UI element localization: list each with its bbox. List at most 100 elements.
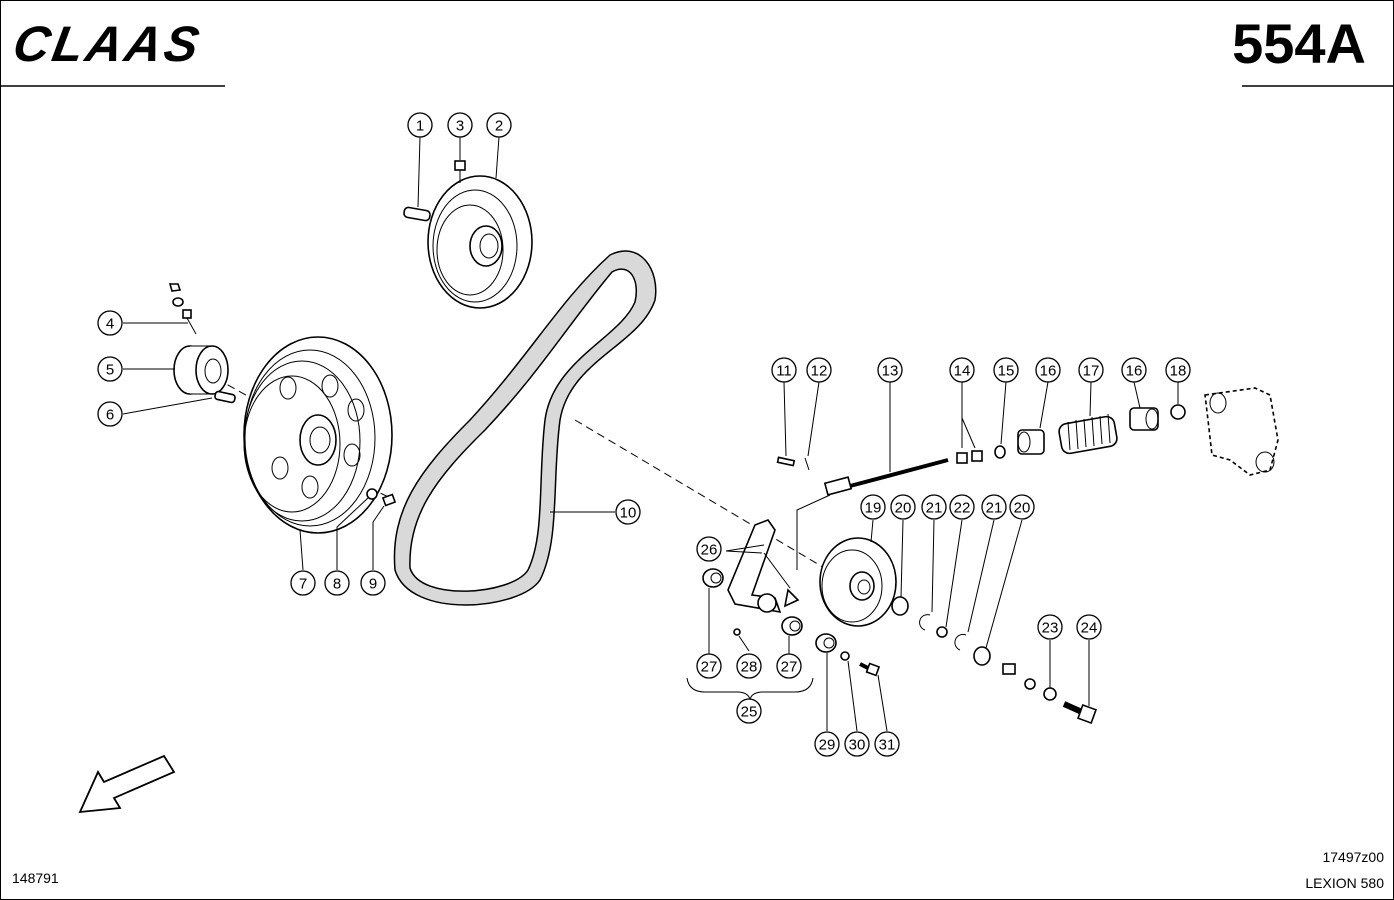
callout-label: 27: [781, 659, 798, 676]
callout-label: 2: [495, 118, 503, 135]
callout-circle: [1165, 357, 1191, 383]
circlip: [919, 614, 931, 631]
callout-2: 2: [486, 112, 512, 138]
bushing: [781, 616, 803, 636]
callout-label: 26: [701, 542, 718, 559]
callout-circle: [776, 653, 802, 679]
callout-label: 1: [416, 118, 424, 135]
model-name: LEXION 580: [1305, 875, 1384, 891]
bushing: [702, 568, 724, 588]
callout-circle: [615, 499, 641, 525]
hub-bolt: [168, 283, 197, 335]
washer: [366, 488, 378, 500]
nut: [971, 450, 983, 462]
callout-circle: [993, 357, 1019, 383]
bushing: [815, 633, 837, 653]
callout-7: 7: [290, 570, 316, 596]
callout-label: 14: [954, 363, 971, 380]
callout-label: 5: [106, 362, 114, 379]
callout-label: 18: [1170, 363, 1187, 380]
callout-13: 13: [877, 357, 903, 383]
callout-25: 25: [736, 698, 762, 724]
washer: [1024, 678, 1036, 690]
callout-31: 31: [874, 731, 900, 757]
nut: [1170, 404, 1186, 420]
tension-arm: [727, 494, 831, 614]
set-screw: [454, 160, 466, 183]
callout-circle: [874, 731, 900, 757]
callout-label: 8: [333, 576, 341, 593]
callout-19: 19: [860, 494, 886, 520]
callout-circle: [814, 731, 840, 757]
callout-circle: [696, 536, 722, 562]
bearing: [891, 596, 909, 616]
callout-6: 6: [97, 401, 123, 427]
callout-1: 1: [407, 112, 433, 138]
washer: [1043, 687, 1057, 701]
callout-label: 27: [701, 659, 718, 676]
callout-circle: [877, 357, 903, 383]
callout-27: 27: [776, 653, 802, 679]
callout-11: 11: [771, 357, 797, 383]
callout-label: 4: [106, 316, 114, 333]
callout-label: 22: [954, 500, 971, 517]
callout-label: 28: [741, 659, 758, 676]
callout-circle: [1035, 357, 1061, 383]
split-pin: [804, 457, 810, 471]
arrow-down-left-icon: [78, 754, 176, 814]
callout-26: 26: [696, 536, 722, 562]
nut: [1002, 663, 1016, 675]
callout-24: 24: [1076, 614, 1102, 640]
callout-5: 5: [97, 356, 123, 382]
hub: [173, 345, 229, 395]
callout-15: 15: [993, 357, 1019, 383]
callout-label: 9: [369, 576, 377, 593]
callout-17: 17: [1078, 357, 1104, 383]
spacer: [936, 626, 948, 638]
washer: [994, 445, 1006, 459]
axis-line: [574, 419, 871, 596]
callout-20: 20: [1009, 494, 1035, 520]
pin: [776, 456, 796, 467]
callout-label: 24: [1081, 620, 1098, 637]
callout-label: 3: [456, 118, 464, 135]
callout-label: 30: [849, 737, 866, 754]
callout-10: 10: [615, 499, 641, 525]
spring-seat: [1017, 429, 1045, 455]
left-document-code: 148791: [12, 870, 59, 886]
callout-22: 22: [949, 494, 975, 520]
callout-29: 29: [814, 731, 840, 757]
grease-nipple: [733, 628, 741, 636]
callout-circle: [949, 357, 975, 383]
callout-label: 7: [299, 576, 307, 593]
callout-label: 19: [865, 500, 882, 517]
callout-circle: [1076, 614, 1102, 640]
callout-30: 30: [844, 731, 870, 757]
callout-label: 29: [819, 737, 836, 754]
callout-circle: [447, 112, 473, 138]
callout-circle: [921, 494, 947, 520]
callout-label: 17: [1083, 363, 1100, 380]
callout-label: 11: [776, 363, 792, 380]
callout-4: 4: [97, 310, 123, 336]
callout-28: 28: [736, 653, 762, 679]
callout-circle: [1009, 494, 1035, 520]
callout-circle: [290, 570, 316, 596]
nut: [956, 452, 968, 464]
callout-circle: [890, 494, 916, 520]
drawing-code: 17497z00: [1322, 849, 1384, 865]
spring-seat: [1129, 407, 1159, 431]
compression-spring: [1058, 413, 1118, 455]
drive-belt: [393, 250, 657, 606]
callout-16: 16: [1121, 357, 1147, 383]
callout-circle: [844, 731, 870, 757]
hub-key: [214, 390, 236, 404]
callout-circle: [981, 494, 1007, 520]
callout-label: 31: [879, 737, 896, 754]
callout-label: 20: [895, 500, 912, 517]
upper-pulley: [427, 175, 533, 309]
callout-circle: [736, 698, 762, 724]
callout-circle: [696, 653, 722, 679]
callout-label: 23: [1042, 620, 1059, 637]
